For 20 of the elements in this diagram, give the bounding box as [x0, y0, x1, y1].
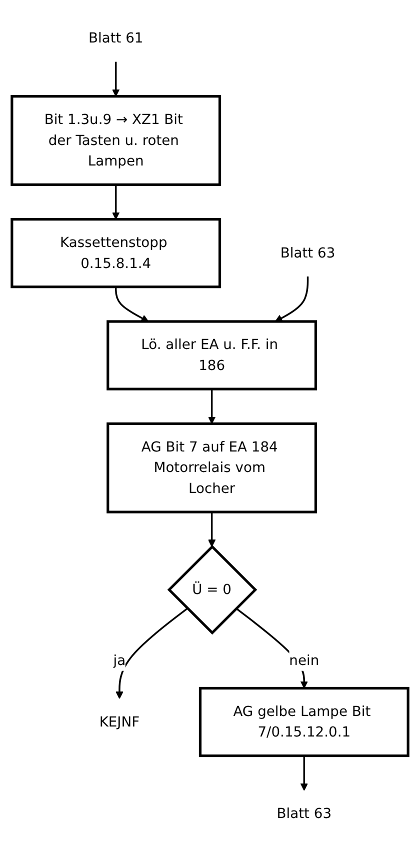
- arrow: [114, 287, 149, 322]
- arrow: [116, 608, 188, 700]
- node-box: AG gelbe Lampe Bit 7/0.15.12.0.1: [198, 687, 410, 758]
- edge-label: nein: [289, 652, 320, 669]
- node-box: Lö. aller EA u. F.F. in 186: [106, 320, 318, 391]
- node-diamond: Ü = 0: [167, 545, 258, 636]
- arrow: [208, 389, 216, 424]
- arrow: [208, 512, 216, 548]
- node-box: AG Bit 7 auf EA 184 Motorrelais vom Locher: [106, 422, 318, 514]
- arrow: [112, 62, 120, 98]
- arrow: [112, 185, 120, 220]
- node-text: Blatt 63: [276, 806, 332, 822]
- node-text: Blatt 61: [88, 30, 144, 47]
- arrow: [300, 756, 308, 792]
- node-box: Kassettenstopp 0.15.8.1.4: [10, 218, 222, 289]
- edge-label: ja: [113, 652, 126, 669]
- node-box: Bit 1.3u.9 → XZ1 Bit der Tasten u. roten Lampen: [10, 95, 222, 186]
- node-text: Blatt 63: [280, 244, 336, 262]
- node-text: KEJNF: [99, 714, 140, 730]
- arrow: [274, 276, 309, 322]
